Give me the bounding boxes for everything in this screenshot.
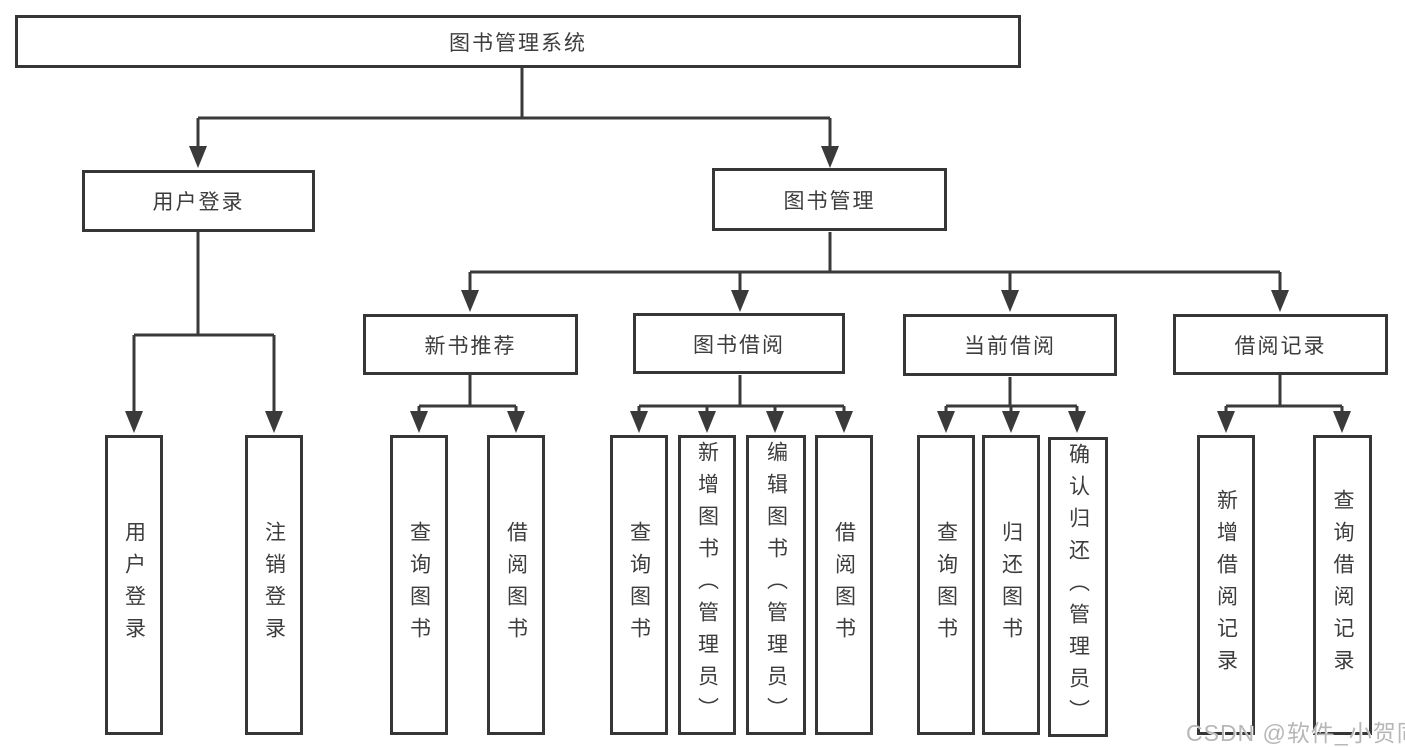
- leaf-add-borrow-record: 新增借阅记录: [1197, 435, 1255, 735]
- leaf-logout-label: 注销登录: [262, 521, 286, 649]
- leaf-edit-book-admin: 编辑图书（管理员）: [746, 435, 806, 735]
- leaf-query-borrow-record-label: 查询借阅记录: [1331, 489, 1354, 681]
- node-book-management-label: 图书管理: [783, 189, 876, 213]
- leaf-edit-book-admin-label: 编辑图书（管理员）: [764, 441, 788, 729]
- node-new-book-recommend-label: 新书推荐: [424, 334, 517, 358]
- node-book-borrow-label: 图书借阅: [693, 333, 785, 357]
- leaf-borrow-book-2-label: 借阅图书: [832, 521, 856, 649]
- leaf-add-book-admin: 新增图书（管理员）: [678, 435, 736, 735]
- node-borrow-record-label: 借阅记录: [1234, 334, 1327, 358]
- csdn-watermark: CSDN @软件_小贺同学: [1186, 720, 1405, 746]
- node-root-label: 图书管理系统: [449, 31, 587, 55]
- leaf-user-login: 用户登录: [105, 435, 163, 735]
- leaf-query-book-2-label: 查询图书: [627, 521, 651, 649]
- leaf-query-book-2: 查询图书: [610, 435, 668, 735]
- leaf-query-book-1: 查询图书: [390, 435, 448, 735]
- leaf-query-borrow-record: 查询借阅记录: [1313, 435, 1372, 735]
- leaf-confirm-return-admin-label: 确认归还（管理员）: [1066, 443, 1090, 731]
- leaf-query-book-1-label: 查询图书: [407, 521, 431, 649]
- node-user-login-label: 用户登录: [152, 191, 245, 214]
- node-current-borrow-label: 当前借阅: [964, 335, 1056, 358]
- node-book-management: 图书管理: [712, 168, 947, 231]
- leaf-confirm-return-admin: 确认归还（管理员）: [1048, 437, 1108, 737]
- node-borrow-record: 借阅记录: [1173, 314, 1388, 375]
- leaf-user-login-label: 用户登录: [122, 521, 146, 649]
- leaf-borrow-book-2: 借阅图书: [815, 435, 873, 735]
- leaf-borrow-book-1-label: 借阅图书: [504, 521, 528, 649]
- leaf-add-book-admin-label: 新增图书（管理员）: [695, 441, 719, 729]
- leaf-logout: 注销登录: [245, 435, 303, 735]
- leaf-borrow-book-1: 借阅图书: [487, 435, 545, 735]
- leaf-return-book: 归还图书: [982, 435, 1040, 735]
- leaf-add-borrow-record-label: 新增借阅记录: [1214, 489, 1238, 681]
- arrowheads: [125, 146, 1351, 433]
- node-root: 图书管理系统: [15, 15, 1021, 68]
- node-new-book-recommend: 新书推荐: [363, 314, 578, 375]
- leaf-query-book-3-label: 查询图书: [934, 521, 958, 649]
- node-book-borrow: 图书借阅: [633, 313, 845, 374]
- leaf-return-book-label: 归还图书: [999, 521, 1023, 649]
- node-current-borrow: 当前借阅: [903, 314, 1117, 376]
- node-user-login: 用户登录: [82, 170, 315, 232]
- leaf-query-book-3: 查询图书: [917, 435, 975, 735]
